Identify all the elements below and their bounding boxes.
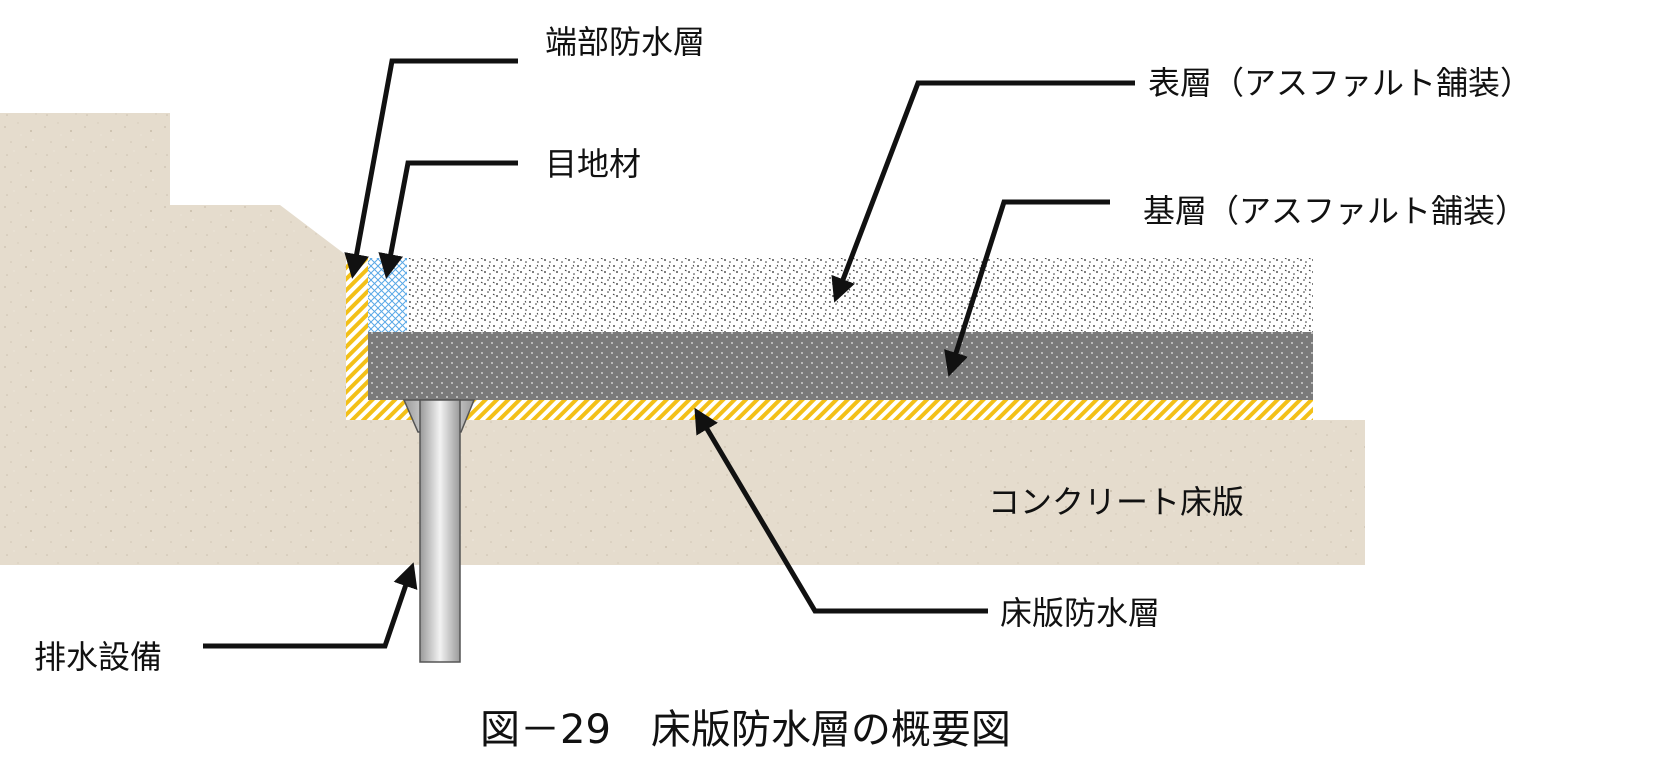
label-concrete-deck: コンクリート床版 [988,483,1244,521]
concrete-deck [0,113,1365,565]
leader-edge-waterproof [344,58,518,279]
drain-pipe [402,399,476,663]
label-surface-layer: 表層（アスファルト舗装） [1148,64,1532,102]
leader-joint-material [378,160,518,279]
label-edge-waterproof-layer: 端部防水層 [545,23,705,61]
figure-caption: 図－29 床版防水層の概要図 [480,707,1011,753]
label-joint-material: 目地材 [545,145,641,183]
surface-layer [407,258,1313,332]
edge-waterproof-layer [346,258,368,420]
leader-lines [203,58,1135,649]
leader-deck-waterproof [694,407,988,614]
label-base-layer: 基層（アスファルト舗装） [1143,192,1527,230]
base-layer [368,332,1313,400]
deck-waterproof-layer [346,400,1313,420]
leader-drainage [203,562,418,649]
label-deck-waterproof-layer: 床版防水層 [1000,594,1160,632]
leader-base-layer [944,199,1110,377]
label-drainage: 排水設備 [34,638,162,676]
leader-surface-layer [831,80,1135,303]
